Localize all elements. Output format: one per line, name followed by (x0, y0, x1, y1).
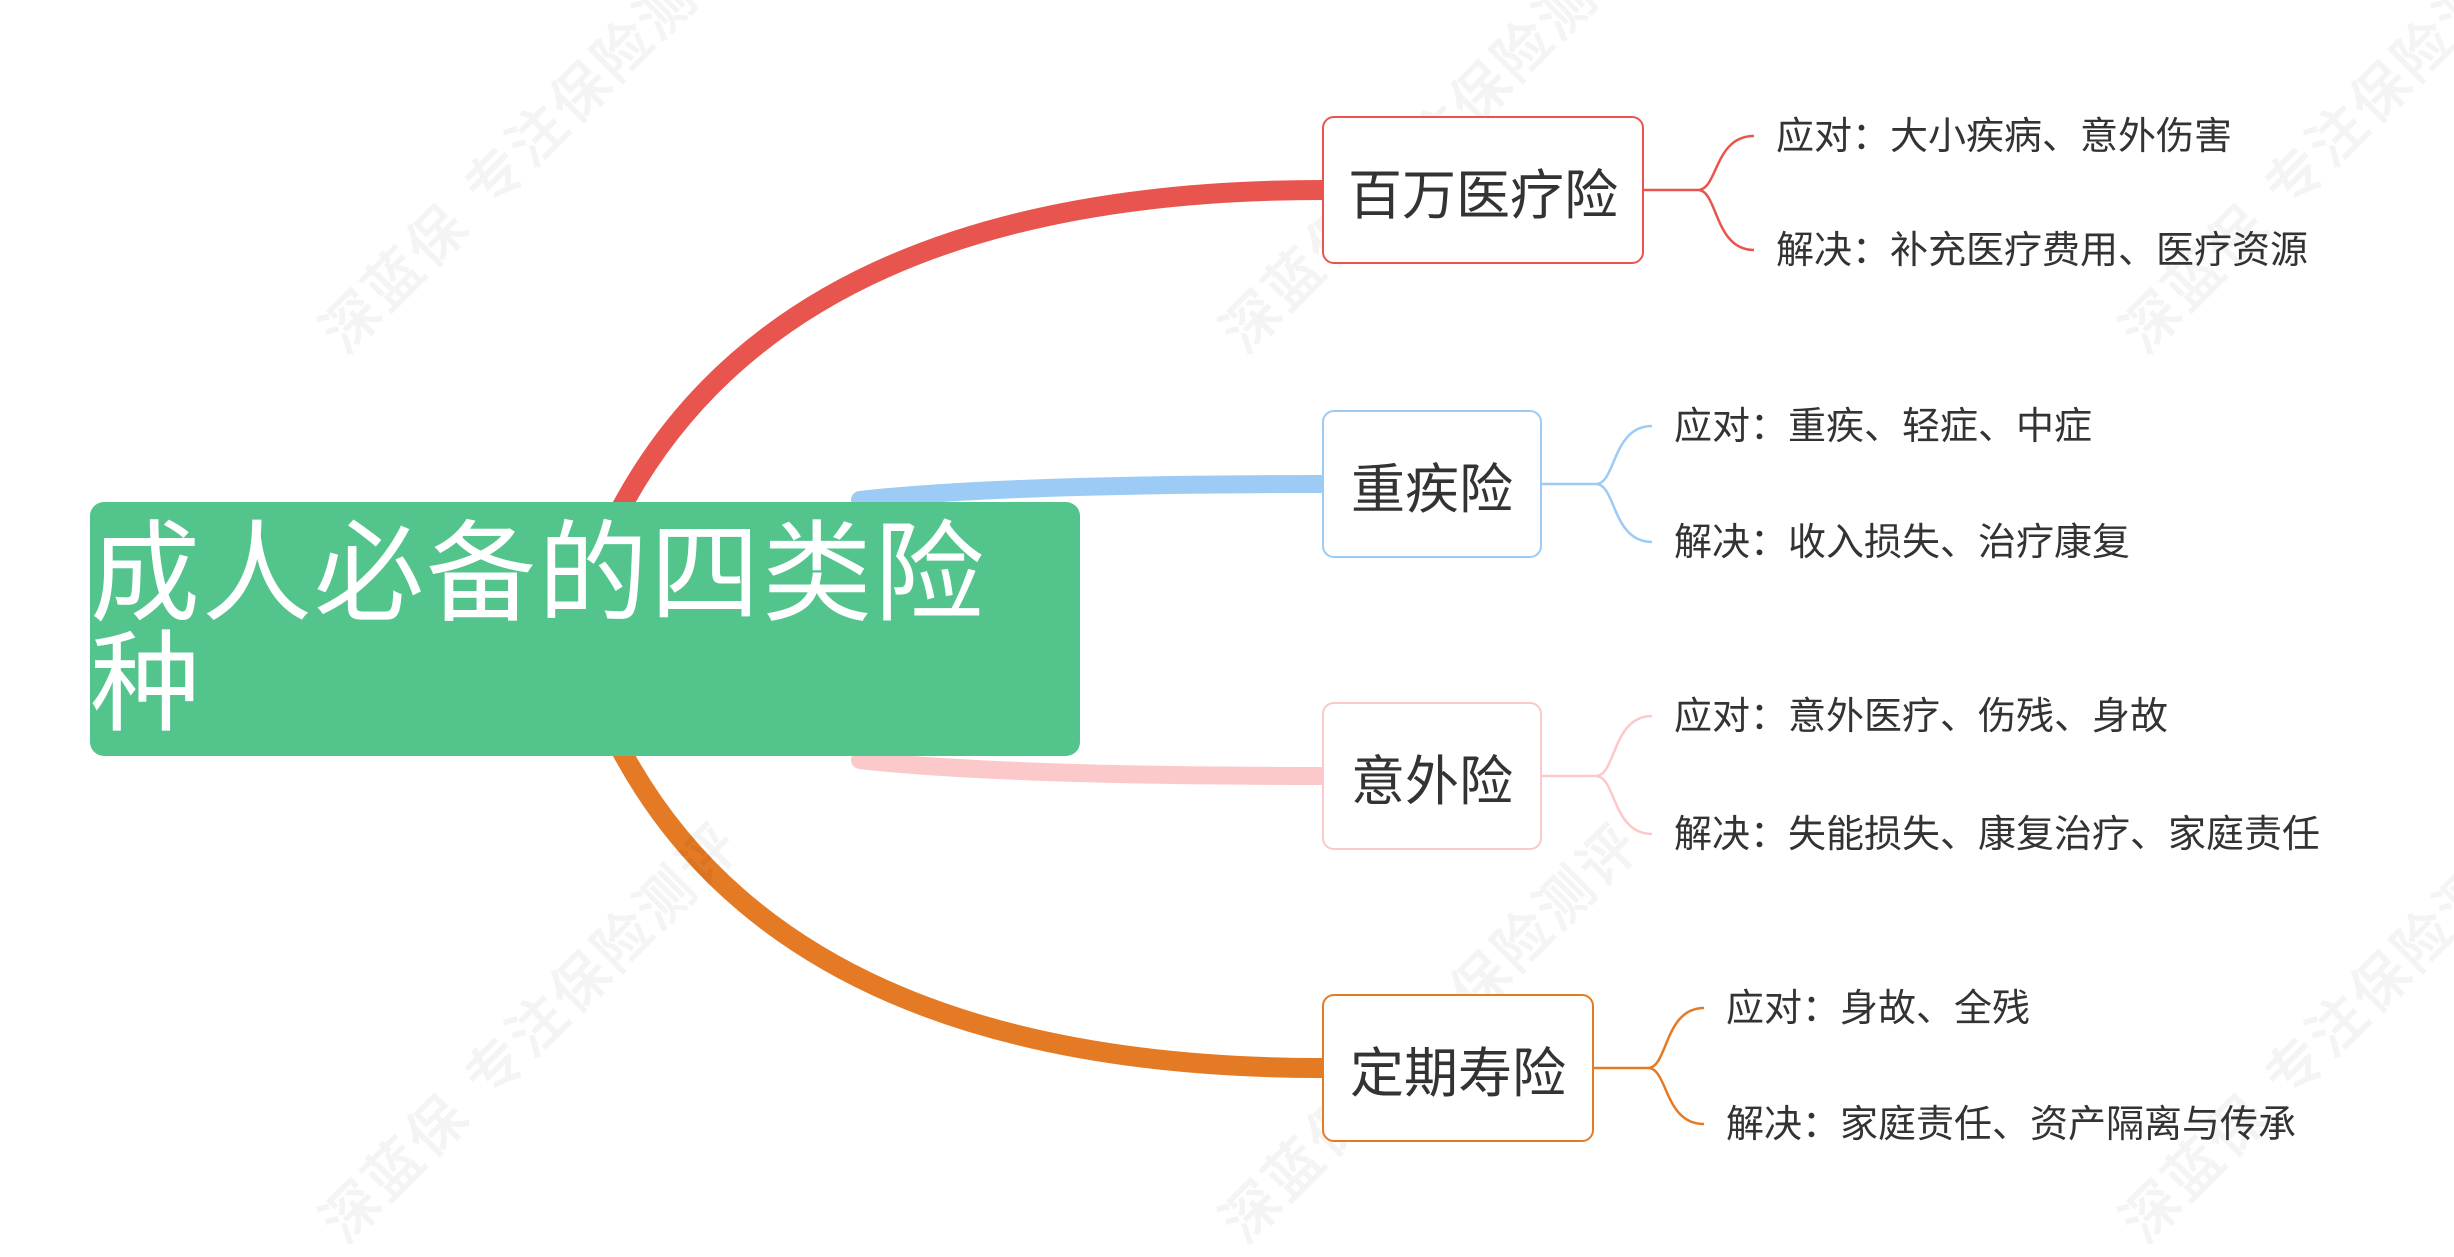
sub-connector-term-life (1594, 1006, 1705, 1126)
branch-connector-medical (610, 180, 1332, 520)
central-topic[interactable]: 成人必备的四类险种 (90, 502, 1080, 756)
branch-node-critical-illness[interactable]: 重疾险 (1322, 410, 1542, 558)
leaf-item[interactable]: 解决：家庭责任、资产隔离与传承 (1726, 1102, 2297, 1146)
branch-connector-accident (851, 751, 1331, 785)
sub-connector-medical (1644, 134, 1755, 252)
leaf-item[interactable]: 解决：收入损失、治疗康复 (1674, 520, 2131, 564)
branch-label: 重疾险 (1351, 457, 1513, 521)
branch-label: 意外险 (1351, 749, 1513, 813)
leaf-item[interactable]: 应对：重疾、轻症、中症 (1674, 404, 2093, 448)
branch-connector-term-life (610, 738, 1332, 1078)
leaf-item[interactable]: 应对：身故、全残 (1726, 986, 2031, 1030)
branch-connector-critical-illness (851, 475, 1331, 509)
central-topic-label: 成人必备的四类险种 (90, 510, 986, 748)
leaf-item[interactable]: 解决：失能损失、康复治疗、家庭责任 (1674, 812, 2321, 856)
branch-label: 定期寿险 (1350, 1041, 1566, 1105)
leaf-item[interactable]: 解决：补充医疗费用、医疗资源 (1776, 228, 2309, 272)
leaf-item[interactable]: 应对：意外医疗、伤残、身故 (1674, 694, 2169, 738)
sub-connector-critical-illness (1542, 424, 1653, 544)
sub-connector-accident (1542, 714, 1653, 836)
branch-label: 百万医疗险 (1348, 163, 1618, 227)
branch-node-accident[interactable]: 意外险 (1322, 702, 1542, 850)
branch-node-medical[interactable]: 百万医疗险 (1322, 116, 1644, 264)
leaf-item[interactable]: 应对：大小疾病、意外伤害 (1776, 114, 2233, 158)
branch-node-term-life[interactable]: 定期寿险 (1322, 994, 1594, 1142)
